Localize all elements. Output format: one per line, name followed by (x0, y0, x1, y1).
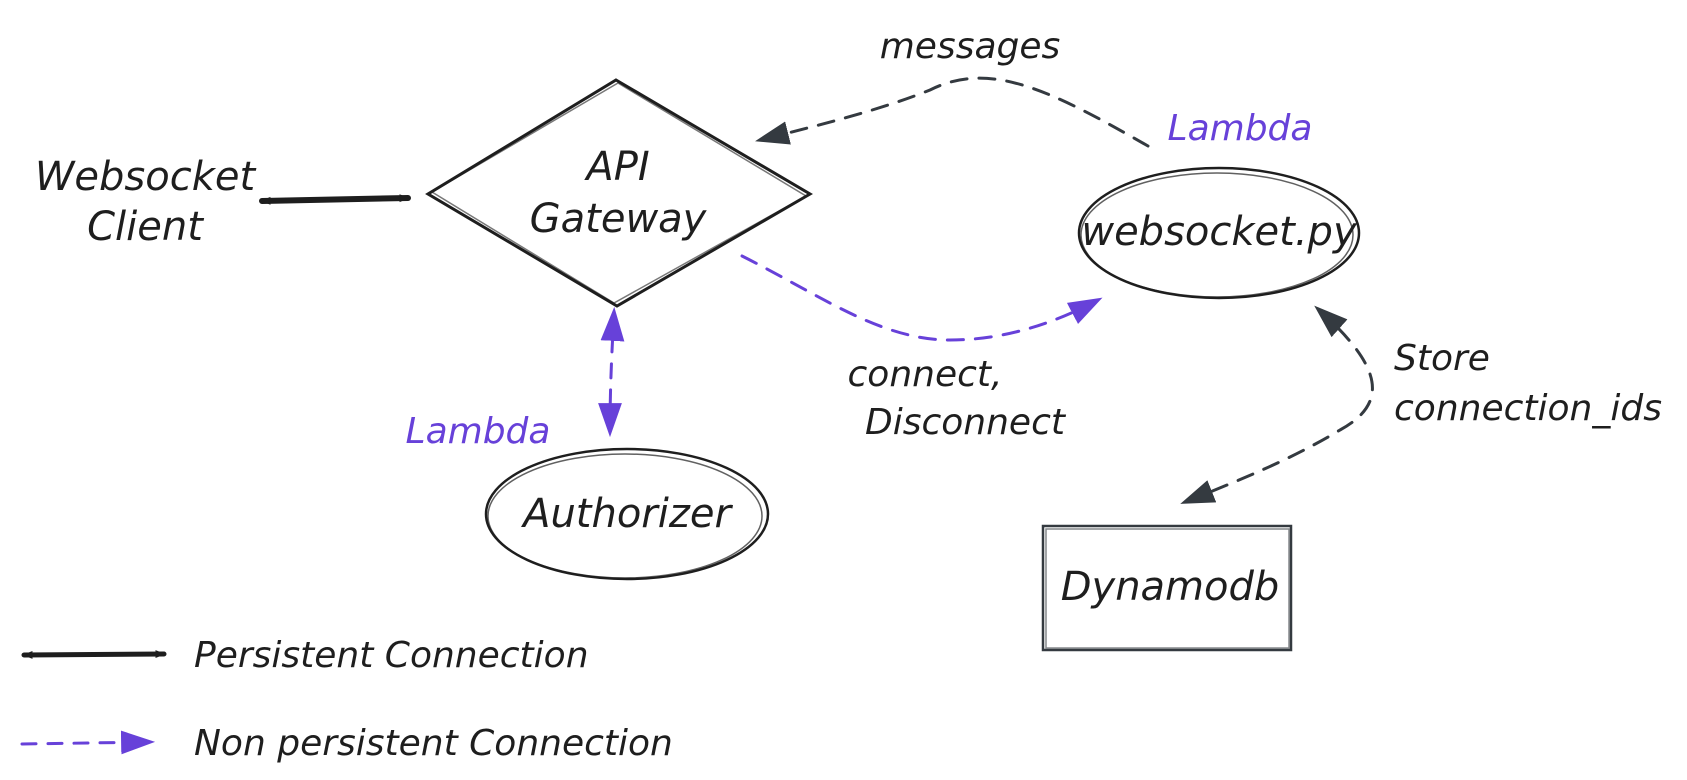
messages-label: messages (880, 26, 1061, 67)
api-gateway-label-line2: Gateway (530, 196, 708, 242)
connect-label-line2: Disconnect (865, 402, 1067, 443)
connect-disconnect-arrow (740, 254, 1103, 342)
websocket-lambda-node: websocket.py (1077, 166, 1361, 300)
legend-non-persistent-label: Non persistent Connection (194, 723, 673, 764)
websocket-lambda-tag: Lambda (1168, 108, 1313, 149)
api-gateway-label-line1: API (583, 144, 649, 190)
legend: Persistent Connection Non persistent Con… (20, 635, 673, 764)
websocket-lambda-label: websocket.py (1081, 209, 1358, 255)
dynamodb-label: Dynamodb (1061, 564, 1280, 610)
legend-non-persistent: Non persistent Connection (20, 723, 673, 764)
authorizer-lambda-tag: Lambda (406, 411, 551, 452)
api-gateway-node: API Gateway (425, 78, 813, 308)
store-label-line2: connection_ids (1394, 388, 1662, 429)
connect-label-line1: connect, (848, 354, 1003, 395)
dynamodb-node: Dynamodb (1041, 524, 1293, 652)
messages-arrow (755, 76, 1150, 148)
persistent-connection-arrow (259, 194, 411, 205)
store-label-line1: Store (1394, 338, 1490, 379)
legend-persistent-label: Persistent Connection (194, 635, 589, 676)
authorizer-node: Authorizer (484, 447, 770, 581)
websocket-client: Websocket Client (35, 154, 257, 250)
authorizer-label: Authorizer (520, 491, 733, 537)
websocket-client-label-line2: Client (87, 204, 204, 250)
websocket-client-label-line1: Websocket (35, 154, 257, 200)
authorizer-arrow (598, 306, 625, 438)
legend-persistent: Persistent Connection (21, 635, 589, 676)
store-connection-ids-arrow (1180, 305, 1374, 504)
